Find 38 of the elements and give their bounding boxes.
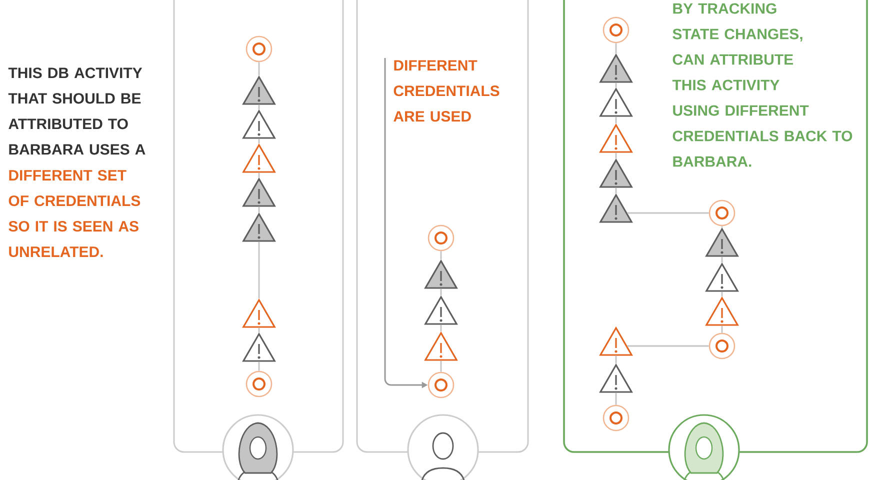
connector-line: [615, 82, 617, 88]
connector-line: [440, 360, 442, 372]
connector-line: [258, 104, 260, 110]
connector-line: [258, 138, 260, 144]
connector-line: [258, 206, 260, 212]
ring-marker: [246, 370, 272, 398]
description-text: BY TRACKING STATE CHANGES, CAN ATTRIBUTE THIS ACTIVITY USING DIFFERENT CREDENTIALS BACK TO BARBARA.: [672, 3, 852, 167]
connector-line: [440, 251, 442, 260]
connector-line: [258, 362, 260, 371]
ring-marker: [708, 332, 736, 360]
connector-line: [721, 226, 723, 228]
ring-marker: [246, 36, 272, 62]
connector-line: [258, 172, 260, 178]
connector-line: [721, 292, 723, 296]
connector-line: [721, 256, 723, 262]
connector-line: [440, 288, 442, 296]
connector-line: [440, 324, 442, 332]
panel-frame: [356, 0, 529, 453]
ring-marker: [708, 200, 736, 226]
description-text: DIFFERENT SET OF CREDENTIALS SO IT IS SEEN AS UNRELATED.: [8, 170, 140, 258]
connector-line: [258, 62, 260, 76]
ring-marker: [602, 16, 630, 44]
ring-marker: [428, 372, 454, 398]
connector-line: [615, 116, 617, 124]
ring-marker: [602, 404, 630, 432]
ring-marker: [428, 224, 454, 252]
connector-line: [615, 392, 617, 405]
connector-line: [615, 152, 617, 158]
description-text: THIS DB ACTIVITY THAT SHOULD BE ATTRIBUTED TO BARBARA USES A: [8, 68, 146, 155]
connector-line: [721, 326, 723, 333]
connector-line: [627, 212, 709, 214]
callout-text: DIFFERENT CREDENTIALS ARE USED: [394, 60, 500, 122]
connector-line: [258, 328, 260, 332]
connector-line: [627, 345, 709, 347]
connector-line: [615, 356, 617, 364]
connector-line: [258, 242, 260, 298]
connector-line: [615, 43, 617, 54]
connector-line: [615, 188, 617, 194]
